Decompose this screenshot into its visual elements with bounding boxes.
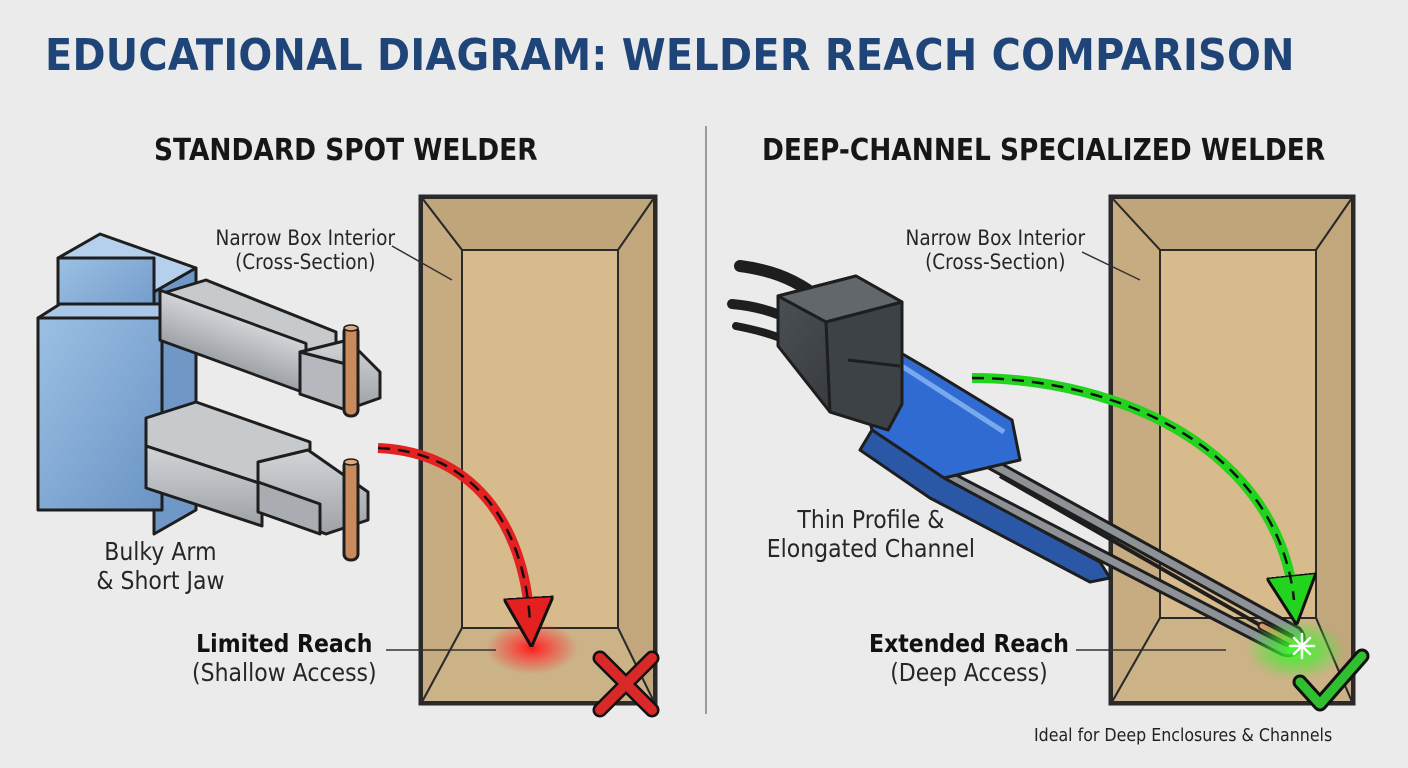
extended-reach-title: Extended Reach [869, 629, 1069, 658]
right-box-leader [1081, 251, 1141, 281]
right-heading: DEEP-CHANNEL SPECIALIZED WELDER [762, 133, 1326, 168]
right-feature-label: Thin Profile & Elongated Channel [760, 505, 982, 564]
extended-reach-glow [1246, 620, 1346, 680]
right-feature-line1: Thin Profile & [797, 505, 945, 534]
extended-reach-label: Extended Reach (Deep Access) [866, 629, 1072, 688]
extended-reach-subtitle: (Deep Access) [890, 657, 1048, 687]
left-box-leader [391, 245, 453, 281]
left-box-label: Narrow Box Interior (Cross-Section) [212, 226, 399, 274]
standard-welder [36, 232, 382, 562]
limited-reach-label: Limited Reach (Shallow Access) [184, 629, 385, 688]
left-feature-label: Bulky Arm & Short Jaw [90, 537, 231, 596]
spark-icon [1288, 632, 1316, 660]
left-heading: STANDARD SPOT WELDER [154, 133, 538, 168]
right-box-label: Narrow Box Interior (Cross-Section) [902, 226, 1089, 274]
right-box-label-line1: Narrow Box Interior [905, 226, 1086, 250]
red-x-icon [592, 650, 660, 718]
footnote: Ideal for Deep Enclosures & Channels [1034, 725, 1333, 746]
limited-reach-glow [486, 622, 578, 674]
limited-reach-title: Limited Reach [196, 629, 373, 658]
right-feature-line2: Elongated Channel [766, 533, 976, 563]
page-title: EDUCATIONAL DIAGRAM: WELDER REACH COMPAR… [45, 30, 1295, 81]
limited-reach-subtitle: (Shallow Access) [192, 657, 377, 687]
left-box-label-line1: Narrow Box Interior [215, 226, 396, 250]
left-feature-line1: Bulky Arm [104, 537, 217, 566]
green-check-icon [1292, 648, 1370, 712]
left-box-label-line2: (Cross-Section) [235, 250, 376, 275]
right-box-label-line2: (Cross-Section) [925, 250, 1066, 275]
left-feature-line2: & Short Jaw [96, 565, 225, 595]
